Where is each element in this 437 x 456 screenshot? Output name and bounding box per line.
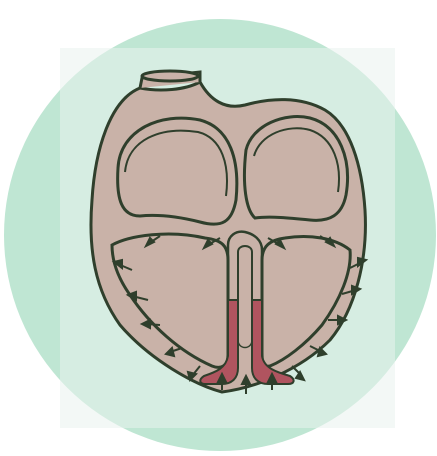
right-atrium xyxy=(244,117,347,221)
left-atrium xyxy=(118,118,237,224)
